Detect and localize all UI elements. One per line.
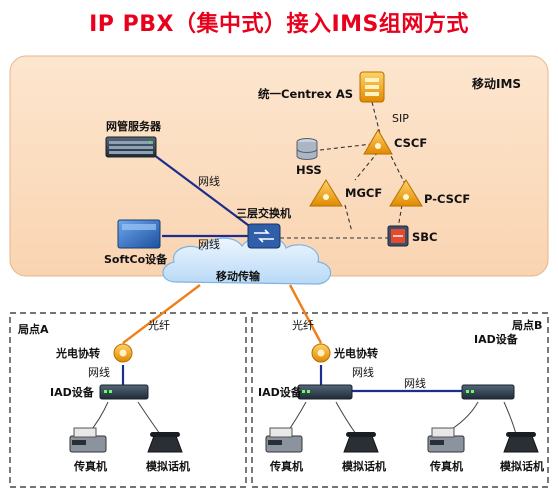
fax-icon — [427, 427, 465, 453]
fiber-label: 光纤 — [148, 319, 170, 332]
nms-label: 网管服务器 — [106, 120, 161, 133]
ims-region-label: 移动IMS — [472, 77, 522, 91]
phone-icon — [147, 432, 183, 453]
pcscf-label: P-CSCF — [424, 192, 471, 206]
phone-label: 模拟话机 — [342, 460, 386, 473]
wire-label: 网线 — [352, 366, 374, 379]
server-icon — [105, 136, 157, 158]
iad-label: IAD设备 — [474, 333, 518, 346]
mgcf-icon — [309, 179, 343, 207]
converter-icon — [311, 343, 331, 363]
hss-label: HSS — [296, 163, 322, 177]
phone-icon — [503, 432, 539, 453]
softco-label: SoftCo设备 — [104, 253, 168, 266]
pcscf-icon — [389, 179, 423, 207]
site-b-box — [251, 312, 549, 488]
iad-icon — [297, 384, 353, 400]
iad-icon — [99, 384, 149, 400]
iad-icon — [461, 384, 515, 400]
mgcf-label: MGCF — [345, 186, 383, 200]
cscf-label: CSCF — [394, 136, 428, 150]
wire-label: 网线 — [88, 366, 110, 379]
cloud-icon — [162, 235, 332, 285]
diagram-title: IP PBX（集中式）接入IMS组网方式 — [89, 12, 469, 37]
phone-label: 模拟话机 — [146, 460, 190, 473]
site-b-label: 局点B — [512, 319, 543, 332]
phone-icon — [343, 432, 379, 453]
iad-label: IAD设备 — [258, 386, 302, 399]
hss-icon — [296, 138, 318, 160]
cloud-label: 移动传输 — [216, 270, 260, 283]
fax-label: 传真机 — [74, 460, 107, 473]
switch-label: 三层交换机 — [236, 207, 291, 220]
converter-icon — [113, 343, 133, 363]
site-a-label: 局点A — [18, 323, 49, 336]
phone-label: 模拟话机 — [500, 460, 544, 473]
fiber-label: 光纤 — [292, 319, 314, 332]
sbc-label: SBC — [412, 230, 438, 244]
fax-icon — [265, 427, 303, 453]
site-a-box — [9, 312, 247, 488]
fax-label: 传真机 — [430, 460, 463, 473]
centrex-label: 统一Centrex AS — [258, 87, 353, 101]
cscf-icon — [363, 129, 393, 155]
iad-label: IAD设备 — [50, 386, 94, 399]
converter-label: 光电协转 — [56, 347, 100, 360]
centrex-icon — [359, 71, 385, 103]
converter-label: 光电协转 — [334, 347, 378, 360]
fax-label: 传真机 — [270, 460, 303, 473]
wire-label: 网线 — [198, 175, 220, 188]
ethernet-links — [121, 151, 462, 393]
sbc-icon — [387, 225, 409, 247]
sip-label: SIP — [392, 112, 409, 125]
fax-icon — [69, 427, 107, 453]
wire-label: 网线 — [198, 238, 220, 251]
softco-device-icon — [117, 219, 161, 249]
wire-label: 网线 — [404, 377, 426, 390]
switch-icon — [247, 223, 281, 249]
